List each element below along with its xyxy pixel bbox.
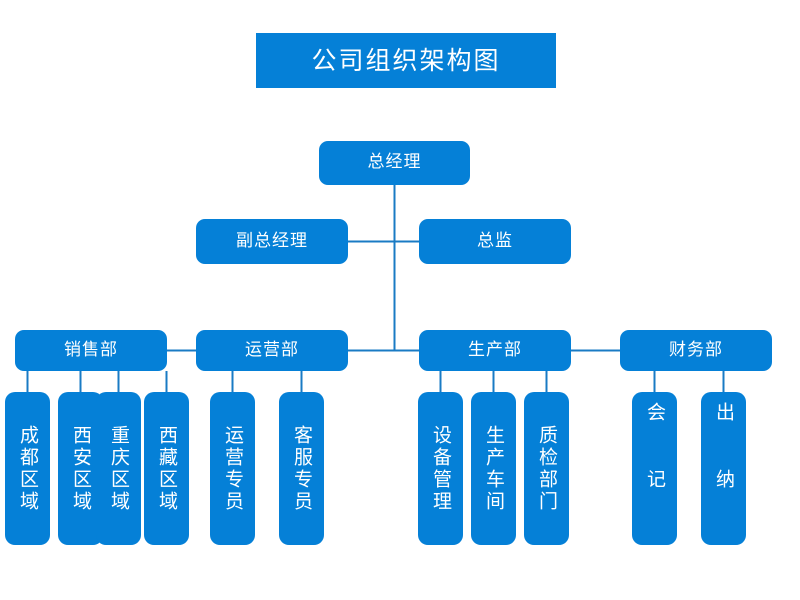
node-label: 西安区域	[70, 424, 92, 513]
node-equipment-management[interactable]: 设备管理	[418, 392, 463, 545]
node-customer-service-specialist[interactable]: 客服专员	[279, 392, 324, 545]
node-label: 重庆区域	[108, 424, 130, 513]
node-region-xian[interactable]: 西安区域	[58, 392, 103, 545]
node-label: 西藏区域	[156, 424, 178, 513]
node-general-manager[interactable]: 总经理	[319, 141, 470, 185]
node-label: 副总经理	[236, 230, 308, 251]
node-label: 设备管理	[430, 424, 452, 513]
node-label: 生产部	[468, 339, 522, 360]
page-title: 公司组织架构图	[311, 46, 501, 75]
node-operations-specialist[interactable]: 运营专员	[210, 392, 255, 545]
node-label: 总经理	[367, 152, 422, 173]
node-department-operations[interactable]: 运营部	[196, 330, 348, 371]
node-label: 会记	[644, 401, 666, 536]
node-region-chongqing[interactable]: 重庆区域	[96, 392, 141, 545]
node-department-finance[interactable]: 财务部	[620, 330, 772, 371]
node-label: 总监	[477, 230, 513, 251]
node-region-chengdu[interactable]: 成都区域	[5, 392, 50, 545]
node-label: 客服专员	[291, 424, 313, 513]
node-label: 出纳	[713, 401, 735, 536]
node-quality-inspection[interactable]: 质检部门	[524, 392, 569, 545]
node-department-sales[interactable]: 销售部	[15, 330, 167, 371]
node-label: 运营专员	[222, 424, 244, 513]
node-label: 运营部	[245, 339, 299, 360]
node-deputy-general-manager[interactable]: 副总经理	[196, 219, 348, 264]
chart-title-banner: 公司组织架构图	[256, 33, 556, 88]
node-label: 质检部门	[536, 424, 558, 513]
node-director[interactable]: 总监	[419, 219, 571, 264]
node-cashier[interactable]: 出纳	[701, 392, 746, 545]
node-label: 财务部	[669, 339, 723, 360]
node-label: 生产车间	[483, 424, 505, 513]
node-label: 成都区域	[17, 424, 39, 513]
node-region-tibet[interactable]: 西藏区域	[144, 392, 189, 545]
node-department-production[interactable]: 生产部	[419, 330, 571, 371]
node-label: 销售部	[64, 339, 118, 360]
node-accountant[interactable]: 会记	[632, 392, 677, 545]
node-production-workshop[interactable]: 生产车间	[471, 392, 516, 545]
